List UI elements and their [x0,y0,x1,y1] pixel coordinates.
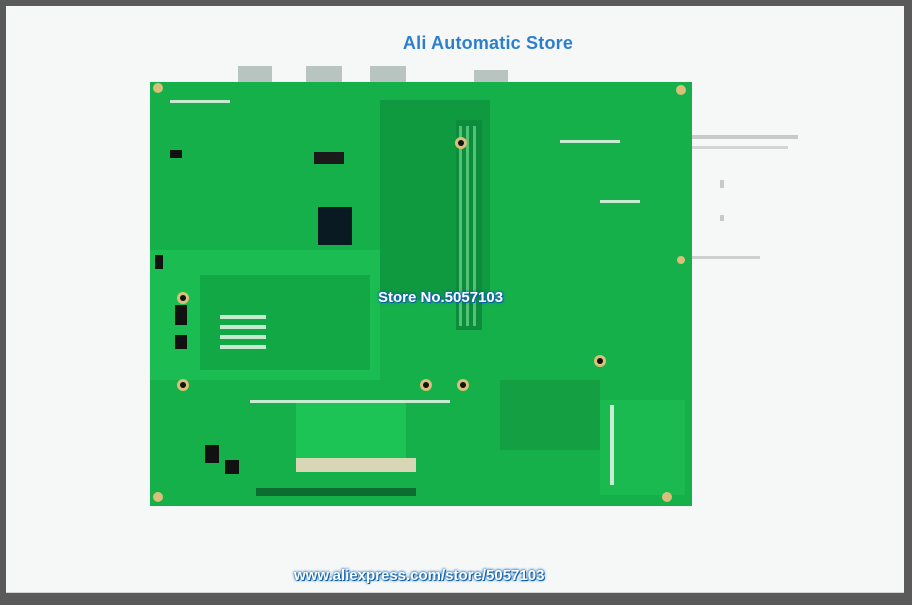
ic-chip [318,207,352,245]
store-url-watermark: www.aliexpress.com/store/5057103 [294,567,545,584]
store-title: Ali Automatic Store [402,33,574,53]
right-edge-connectors [688,135,798,259]
store-number-watermark: Store No.5057103 [378,289,504,306]
mounting-holes [153,83,686,502]
